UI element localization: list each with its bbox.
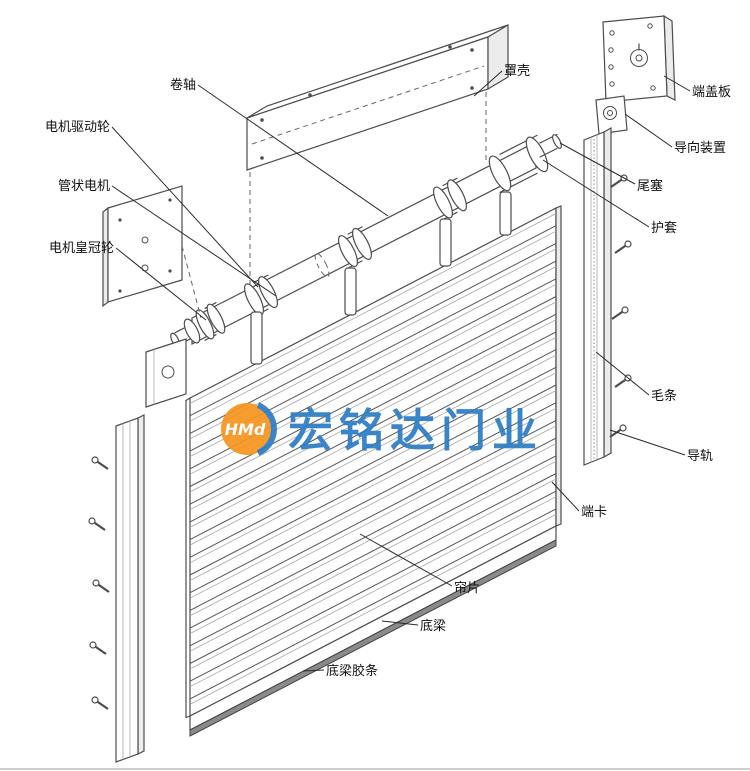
rail-top-bracket: [145, 338, 187, 408]
guide-device-part: [595, 95, 628, 135]
logo-text: HMd: [225, 420, 266, 439]
roller-shaft-assembly: [170, 133, 562, 365]
cover-shell-box: [246, 23, 509, 286]
label-curtain-slat: 帘片: [454, 580, 480, 596]
label-protective-sleeve: 护套: [651, 220, 677, 236]
bottom-beam-rubber-strip: [189, 539, 557, 737]
leader-lines: [111, 70, 691, 672]
spring-collar: [338, 226, 372, 269]
motor-drive-wheel-part: [244, 274, 278, 317]
label-tubular-motor: 管状电机: [58, 179, 110, 194]
label-end-cover-plate: 端盖板: [692, 85, 731, 100]
right-guide-rail: [583, 126, 632, 466]
label-bottom-beam: 底梁: [420, 618, 446, 634]
left-guide-rail: [88, 414, 145, 763]
label-cover-shell: 罩壳: [504, 64, 530, 79]
brand-logo-icon: HMd: [221, 402, 277, 456]
label-end-clip: 端卡: [581, 505, 607, 520]
watermark: HMd 宏铭达门业: [221, 402, 543, 457]
part-labels: 卷轴 电机驱动轮 管状电机 电机皇冠轮 罩壳 端盖板 导向装置 尾塞 护套 毛条…: [45, 64, 731, 679]
label-guide-device: 导向装置: [674, 140, 726, 156]
brand-text: 宏铭达门业: [288, 404, 543, 457]
label-tail-plug: 尾塞: [637, 178, 663, 194]
curtain-slats: [185, 205, 562, 719]
bottom-beam: [189, 525, 557, 737]
hanger-straps: [250, 191, 512, 365]
label-brush-strip: 毛条: [651, 388, 677, 404]
rail-screws-left: [88, 456, 110, 710]
rail-screws-right: [609, 174, 632, 438]
label-motor-crown-wheel: 电机皇冠轮: [49, 241, 114, 256]
end-cover-plate-part: [602, 14, 676, 103]
label-bottom-beam-rubber: 底梁胶条: [326, 663, 378, 679]
spring-collar: [433, 177, 467, 221]
label-motor-drive-wheel: 电机驱动轮: [45, 120, 110, 135]
tail-plug-part: [539, 133, 562, 158]
label-roller-shaft: 卷轴: [170, 77, 196, 93]
motor-bracket-plate: [102, 185, 202, 319]
protective-sleeve-drum: [488, 134, 549, 193]
label-guide-rail: 导轨: [687, 449, 713, 464]
